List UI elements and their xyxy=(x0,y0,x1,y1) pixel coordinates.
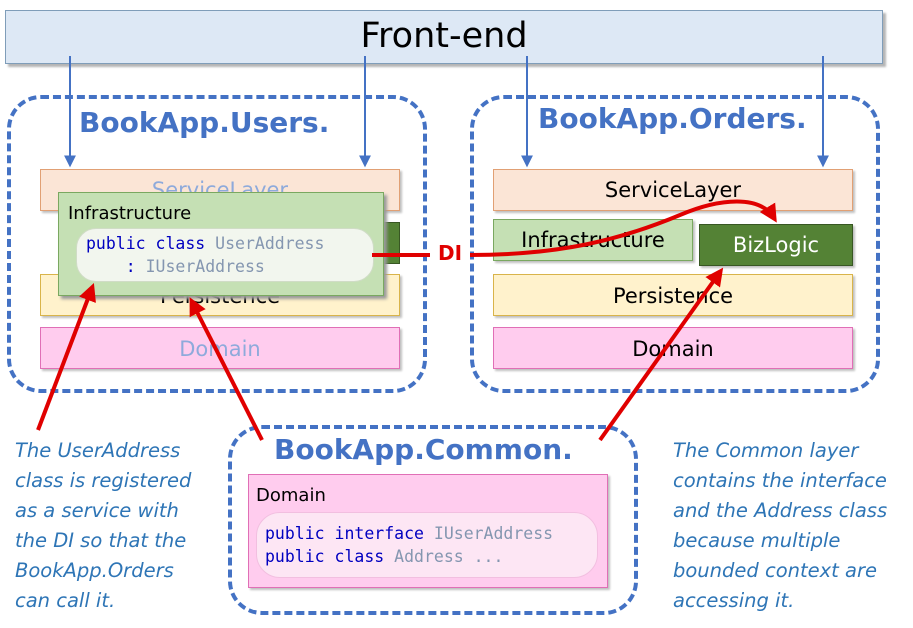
orders-persistence-label: Persistence xyxy=(612,284,734,308)
right-note-line: contains the interface xyxy=(673,469,887,492)
users-infrastructure-title: Infrastructure xyxy=(68,203,192,224)
orders-persistence-layer: Persistence xyxy=(493,274,853,316)
orders-infrastructure-label: Infrastructure xyxy=(521,228,665,252)
right-note-line: accessing it. xyxy=(673,589,795,612)
common-code-line2-identifier: Address ... xyxy=(394,547,504,566)
users-code-line2: : IUserAddress xyxy=(86,255,265,278)
common-title: BookApp.Common. xyxy=(270,433,577,466)
users-code-line1-keyword: public class xyxy=(86,234,206,253)
orders-bizlogic-layer: BizLogic xyxy=(699,224,853,266)
users-code-line2-identifier: IUserAddress xyxy=(145,257,265,276)
orders-infrastructure-layer: Infrastructure xyxy=(493,219,693,261)
right-note-line: and the Address class xyxy=(673,499,888,522)
users-domain-label: Domain xyxy=(179,337,261,361)
orders-service-layer: ServiceLayer xyxy=(493,169,853,211)
frontend-bar xyxy=(5,10,883,64)
users-code-line1: public class UserAddress xyxy=(86,232,324,255)
common-boundary xyxy=(228,425,638,615)
right-note-line: bounded context are xyxy=(673,559,877,582)
common-code-line2: public class Address ... xyxy=(265,545,503,568)
frontend-title: Front-end xyxy=(360,16,528,56)
left-note-line: as a service with xyxy=(15,499,179,522)
users-title: BookApp.Users. xyxy=(75,106,334,139)
orders-bizlogic-label: BizLogic xyxy=(732,233,820,257)
common-code-block: public interface IUserAddress public cla… xyxy=(256,512,598,578)
orders-domain-layer: Domain xyxy=(493,327,853,369)
users-domain-layer: Domain xyxy=(40,327,400,369)
users-code-line2-punct: : xyxy=(125,257,136,276)
users-code-block: public class UserAddress : IUserAddress xyxy=(76,228,374,282)
common-code-line1: public interface IUserAddress xyxy=(265,522,553,545)
orders-service-layer-label: ServiceLayer xyxy=(604,178,742,202)
common-domain-title: Domain xyxy=(256,485,326,506)
right-note-line: because multiple xyxy=(673,529,841,552)
left-note: The UserAddress class is registered as a… xyxy=(15,436,191,616)
common-code-line2-keyword: public class xyxy=(265,547,385,566)
left-note-line: class is registered xyxy=(15,469,192,492)
common-code-line1-keyword: public interface xyxy=(265,524,424,543)
common-domain-box: Domain public interface IUserAddress pub… xyxy=(248,474,608,588)
orders-title: BookApp.Orders. xyxy=(534,102,811,135)
left-note-line: the DI so that the xyxy=(15,529,187,552)
left-note-line: can call it. xyxy=(15,589,116,612)
left-note-line: BookApp.Orders xyxy=(15,559,174,582)
left-note-line: The UserAddress xyxy=(15,439,181,462)
right-note: The Common layer contains the interface … xyxy=(673,436,887,616)
orders-domain-label: Domain xyxy=(632,337,714,361)
common-code-line1-identifier: IUserAddress xyxy=(433,524,554,543)
right-note-line: The Common layer xyxy=(673,439,859,462)
di-label: DI xyxy=(438,241,463,265)
users-code-line1-identifier: UserAddress xyxy=(215,234,325,253)
users-infrastructure-box: Infrastructure public class UserAddress … xyxy=(58,192,384,296)
